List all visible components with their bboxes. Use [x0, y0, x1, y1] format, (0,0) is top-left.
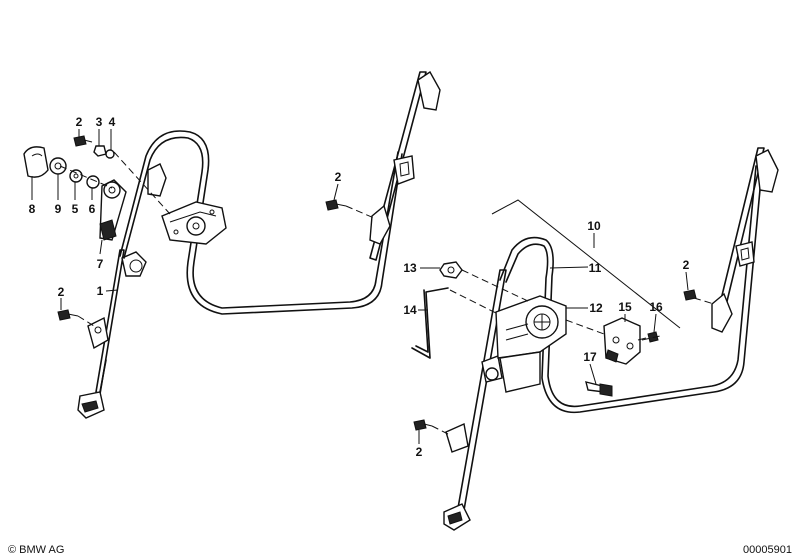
long-bolt [585, 381, 613, 397]
callout-15: 15 [618, 300, 632, 314]
left-cable-drive-housing [161, 201, 227, 245]
callout-9: 9 [55, 202, 62, 216]
callout-12: 12 [589, 301, 603, 315]
electric-window-regulator-assembly [411, 147, 779, 531]
right-guide-rail [443, 269, 507, 531]
left-upper-pulley [147, 163, 167, 197]
left-small-parts [23, 135, 171, 215]
callout-2: 2 [335, 170, 342, 184]
callout-17: 17 [583, 350, 597, 364]
callout-2: 2 [416, 445, 423, 459]
left-crank-parts [99, 179, 127, 241]
right-regulator-cable [499, 165, 763, 414]
copyright-text: © BMW AG [8, 544, 64, 556]
callout-labels: 2 3 4 8 9 5 6 7 2 1 2 10 13 11 14 12 15 … [29, 115, 690, 459]
right-rear-bolt [683, 289, 697, 301]
callout-8: 8 [29, 202, 36, 216]
left-regulator-cable [119, 130, 403, 315]
callout-7: 7 [97, 257, 104, 271]
callout-14: 14 [403, 303, 417, 317]
callout-2: 2 [76, 115, 83, 129]
callout-5: 5 [72, 202, 79, 216]
callout-1: 1 [97, 284, 104, 298]
hex-nut [439, 261, 463, 279]
left-rear-guide-rail [369, 70, 441, 261]
manual-window-regulator-assembly [23, 70, 441, 419]
left-rear-bolt [325, 199, 375, 219]
callout-10: 10 [587, 219, 601, 233]
callout-2: 2 [683, 258, 690, 272]
motor-bracket [603, 317, 641, 365]
callout-2: 2 [58, 285, 65, 299]
window-motor [495, 295, 567, 393]
callout-16: 16 [649, 300, 663, 314]
left-lower-bolt [57, 309, 95, 327]
callout-13: 13 [403, 261, 417, 275]
right-lower-bolt [413, 419, 433, 431]
group-bracket-line [491, 199, 681, 329]
callout-3: 3 [96, 115, 103, 129]
diagram-number: 00005901 [743, 544, 792, 556]
leader-lines [31, 129, 689, 444]
callout-4: 4 [109, 115, 116, 129]
callout-6: 6 [89, 202, 96, 216]
emergency-crank-handle [411, 287, 449, 359]
bracket-screw [637, 331, 659, 343]
callout-11: 11 [589, 261, 602, 275]
left-guide-rail [77, 249, 147, 419]
right-rear-guide-rail [711, 147, 779, 333]
right-assembly-lines [431, 269, 715, 435]
